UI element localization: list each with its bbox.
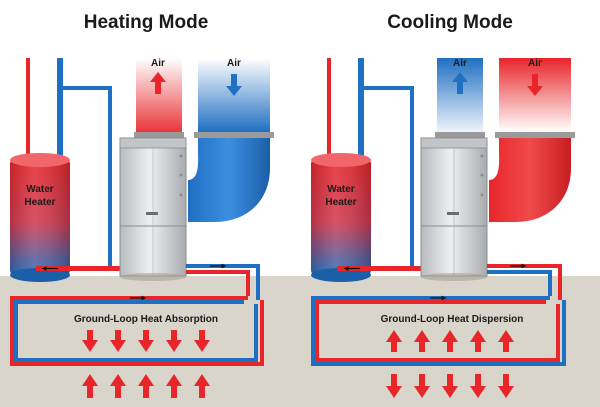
supply-air-duct: Air <box>435 58 485 138</box>
return-air-duct: Air <box>489 58 575 222</box>
heat-dispersion-arrows <box>386 330 514 352</box>
air-down-arrow-icon <box>226 74 242 96</box>
arrow-down-icon <box>442 374 458 398</box>
arrow-up-icon <box>110 374 126 398</box>
arrow-up-icon <box>194 374 210 398</box>
arrow-up-icon <box>498 330 514 352</box>
arrow-up-icon <box>470 330 486 352</box>
arrow-up-icon <box>442 330 458 352</box>
supply-air-duct: Air <box>134 58 184 138</box>
air-down-arrow-icon <box>527 74 543 96</box>
arrow-down-icon <box>110 330 126 352</box>
air-up-arrow-icon <box>452 72 468 94</box>
ground-loop-label: Ground-Loop Heat Absorption <box>74 314 218 325</box>
loop-return-pipe <box>487 270 552 296</box>
hot-water-pipe <box>26 58 30 180</box>
panel-title: Cooling Mode <box>387 12 513 33</box>
ground-loop: Ground-Loop Heat Absorption <box>10 295 264 398</box>
arrow-up-icon <box>82 374 98 398</box>
loop-return-pipe <box>186 270 250 296</box>
supply-air-label: Air <box>151 58 165 69</box>
arrow-down-icon <box>470 374 486 398</box>
arrow-up-icon <box>386 330 402 352</box>
panel-title: Heating Mode <box>84 12 209 33</box>
heater-return-pipe <box>36 266 126 271</box>
earth-heat-arrows <box>386 374 514 398</box>
arrow-down-icon <box>498 374 514 398</box>
return-air-label: Air <box>528 58 542 69</box>
arrow-up-icon <box>414 330 430 352</box>
water-heater-label-line1: Water <box>327 184 355 195</box>
heat-pump-unit <box>420 137 488 281</box>
supply-air-label: Air <box>453 58 467 69</box>
arrow-down-icon <box>82 330 98 352</box>
ground-loop: Ground-Loop Heat Dispersion <box>311 295 566 398</box>
cold-water-drop <box>57 58 63 248</box>
panel-heating: Heating Mode Water Heater Air <box>10 12 274 398</box>
heater-return-pipe <box>337 266 427 271</box>
arrow-down-icon <box>386 374 402 398</box>
arrow-down-icon <box>138 330 154 352</box>
water-heater: Water Heater <box>10 153 70 282</box>
air-up-arrow-icon <box>150 72 166 94</box>
water-heater: Water Heater <box>311 153 371 282</box>
water-heater-label-line2: Heater <box>325 197 356 208</box>
panel-cooling: Cooling Mode Water Heater Air A <box>311 12 575 398</box>
heat-pump-unit <box>119 137 187 281</box>
heat-absorption-arrows <box>82 330 210 352</box>
return-air-duct: Air <box>188 58 274 222</box>
ground-loop-label: Ground-Loop Heat Dispersion <box>381 314 524 325</box>
return-air-label: Air <box>227 58 241 69</box>
water-heater-label-line1: Water <box>26 184 54 195</box>
arrow-down-icon <box>194 330 210 352</box>
arrow-up-icon <box>138 374 154 398</box>
arrow-down-icon <box>414 374 430 398</box>
arrow-up-icon <box>166 374 182 398</box>
earth-heat-arrows <box>82 374 210 398</box>
hot-water-pipe <box>327 58 331 180</box>
water-heater-label-line2: Heater <box>24 197 55 208</box>
arrow-down-icon <box>166 330 182 352</box>
cold-water-drop <box>358 58 364 248</box>
